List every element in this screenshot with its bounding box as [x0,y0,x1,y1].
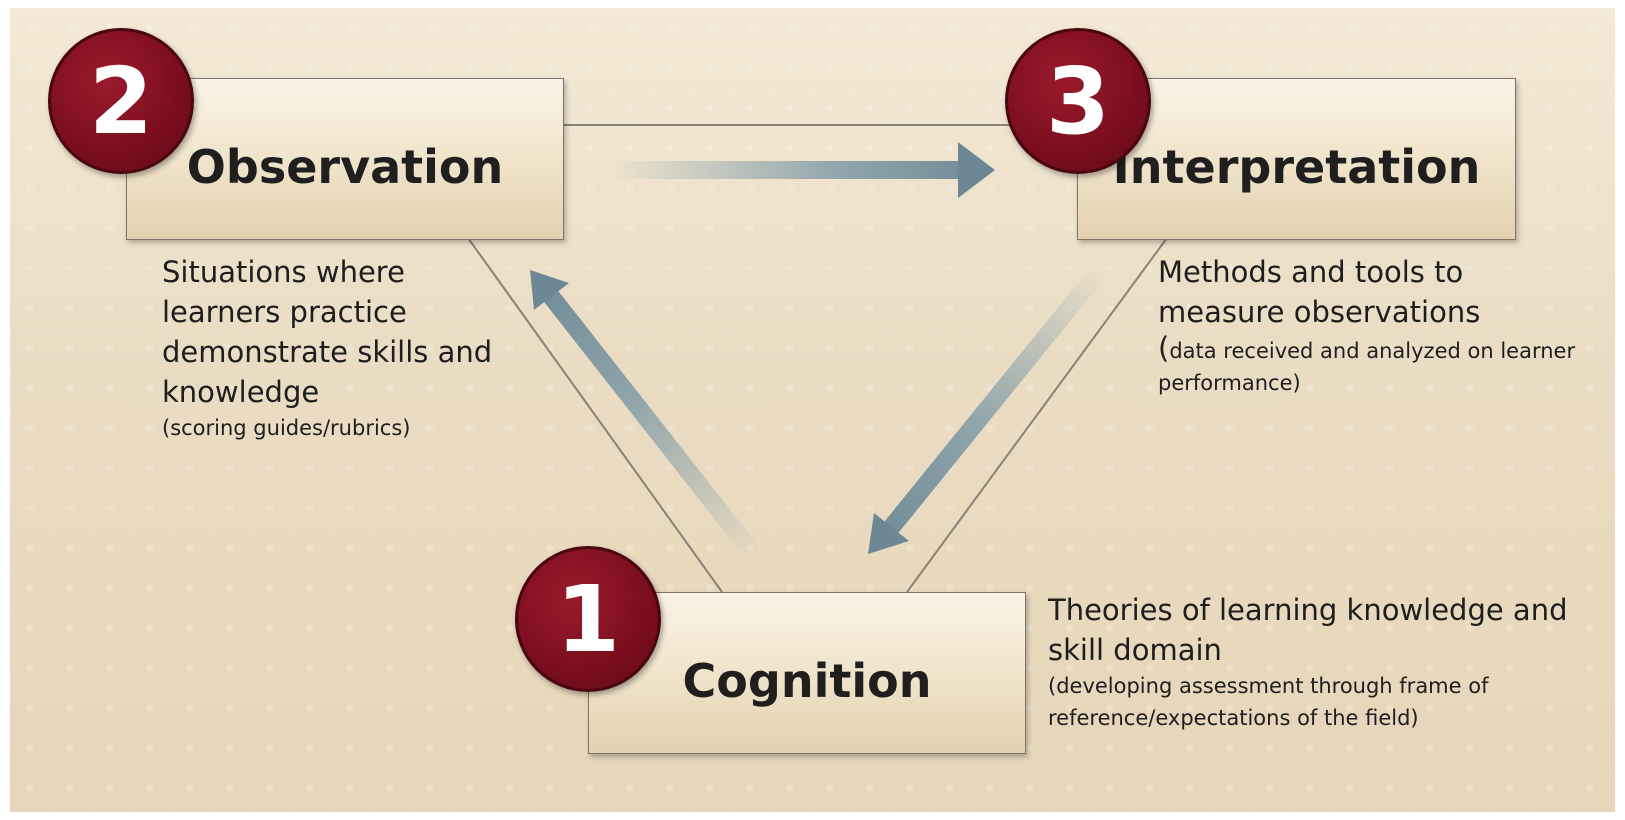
observation-title: Observation [186,140,504,194]
interpretation-detail-open-paren: ( [1158,331,1170,365]
step-badge-3: 3 [1005,28,1151,174]
observation-description: Situations where learners practice demon… [162,252,522,444]
diagram-canvas: Observation 2 Situations where learners … [10,8,1615,812]
step-badge-2: 2 [48,28,194,174]
arrow-observation-to-interpretation [610,142,995,198]
interpretation-title: Interpretation [1112,140,1481,194]
cognition-box: Cognition [588,592,1026,754]
cognition-detail: (developing assessment through frame of … [1048,674,1489,730]
observation-detail: (scoring guides/rubrics) [162,416,411,440]
connectors-layer [467,124,1168,593]
cognition-description: Theories of learning knowledge and skill… [1048,590,1568,734]
observation-description-text: Situations where learners practice demon… [162,255,493,409]
step-badge-1: 1 [515,546,661,692]
cognition-description-text: Theories of learning knowledge and skill… [1048,593,1568,667]
arrow-interpretation-to-cognition [868,264,1107,554]
interpretation-description: Methods and tools to measure observation… [1158,252,1578,399]
observation-box: Observation [126,78,564,240]
interpretation-description-text: Methods and tools to measure observation… [1158,255,1481,329]
line-observation-cognition [467,237,723,593]
triangle-lines [467,124,1168,593]
arrow-cognition-to-observation [530,270,763,562]
interpretation-detail-text: data received and analyzed on learner pe… [1158,339,1576,395]
interpretation-detail: (data received and analyzed on learner p… [1158,332,1578,399]
cognition-title: Cognition [682,654,932,708]
line-interpretation-cognition [906,237,1168,593]
